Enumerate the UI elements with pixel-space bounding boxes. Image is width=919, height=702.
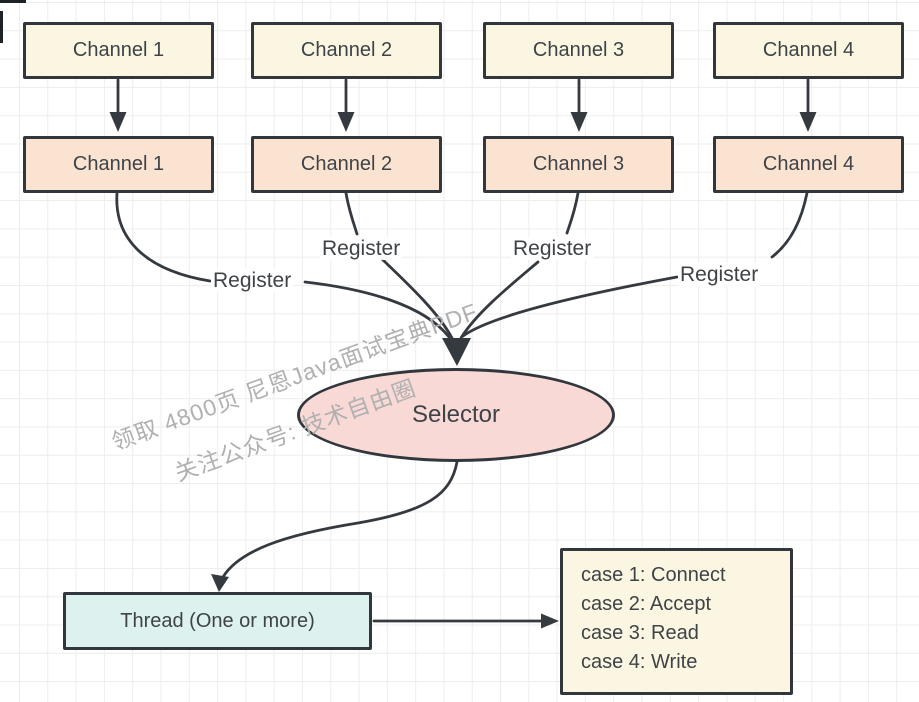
case-line-1: case 1: Connect — [581, 564, 726, 586]
arrowhead-selector-icon — [442, 338, 471, 366]
arrowhead-channel2-icon — [337, 112, 355, 132]
page-edge-mark-left — [0, 11, 3, 43]
channel-box-registered-2: Channel 2 — [251, 136, 442, 193]
channel-label: Channel 2 — [300, 39, 393, 61]
connector-register2-to-selector — [380, 257, 454, 340]
connector-channel1-to-register — [115, 191, 212, 283]
connector-channel4-to-register — [770, 191, 809, 259]
channel-box-top-2: Channel 2 — [251, 22, 442, 79]
channel-label: Channel 2 — [300, 153, 393, 175]
channel-box-registered-4: Channel 4 — [713, 136, 904, 193]
case-line-3: case 3: Read — [581, 622, 699, 644]
connector-selector-to-thread — [221, 460, 459, 579]
arrowhead-cases-icon — [541, 613, 559, 629]
case-line-2: case 2: Accept — [581, 593, 712, 615]
thread-box: Thread (One or more) — [63, 592, 372, 650]
connector-register3-to-selector — [459, 260, 540, 340]
channel-label: Channel 4 — [762, 153, 855, 175]
case-line-4: case 4: Write — [581, 651, 698, 673]
channel-label: Channel 1 — [72, 39, 165, 61]
page-edge-mark-top — [0, 0, 26, 3]
arrowhead-channel3-icon — [570, 112, 588, 132]
connector-register1-to-selector — [303, 280, 451, 339]
thread-label: Thread (One or more) — [120, 609, 315, 632]
connector-channel2-to-register — [344, 191, 359, 236]
channel-box-registered-1: Channel 1 — [23, 136, 214, 193]
arrowhead-channel1-icon — [109, 112, 127, 132]
channel-label: Channel 3 — [532, 153, 625, 175]
channel-label: Channel 3 — [532, 39, 625, 61]
channel-label: Channel 4 — [762, 39, 855, 61]
selector-label: Selector — [411, 401, 501, 428]
case-list-box: case 1: Connect case 2: Accept case 3: R… — [560, 548, 793, 695]
channel-box-registered-3: Channel 3 — [483, 136, 674, 193]
selector-ellipse: Selector — [297, 368, 615, 462]
channel-box-top-3: Channel 3 — [483, 22, 674, 79]
connector-register4-to-selector — [461, 275, 679, 338]
arrowhead-channel4-icon — [799, 112, 817, 132]
register-edge-label-1: Register — [211, 269, 294, 292]
channel-box-top-1: Channel 1 — [23, 22, 214, 79]
arrowhead-thread-icon — [211, 574, 229, 592]
register-edge-label-3: Register — [511, 237, 594, 260]
channel-box-top-4: Channel 4 — [713, 22, 904, 79]
channel-label: Channel 1 — [72, 153, 165, 175]
register-edge-label-4: Register — [678, 263, 761, 286]
connector-channel3-to-register — [565, 191, 580, 235]
register-edge-label-2: Register — [320, 237, 403, 260]
